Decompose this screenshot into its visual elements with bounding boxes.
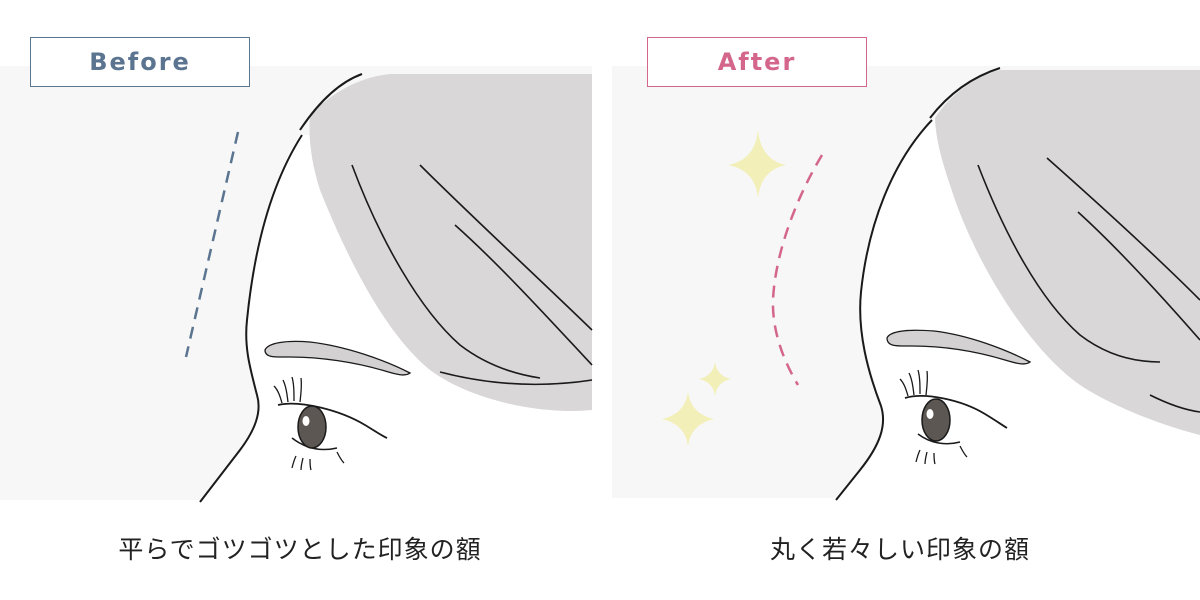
hair-outline	[299, 73, 363, 131]
hair-strand	[977, 164, 1161, 363]
iris	[297, 405, 327, 449]
hair-strand	[454, 224, 593, 366]
forehead-guide-curve	[771, 154, 824, 386]
after-caption: 丸く若々しい印象の額	[769, 535, 1030, 564]
eyebrow	[886, 329, 1032, 365]
sparkle-icon	[699, 362, 731, 396]
eyelashes	[273, 376, 345, 471]
before-panel: Before 平らでゴツゴツとした印象の額	[0, 37, 593, 564]
pupil-highlight	[302, 416, 310, 426]
eyebrow	[264, 340, 412, 376]
eye-upper-lid	[277, 402, 388, 439]
iris	[921, 398, 951, 442]
sparkle-icon	[728, 130, 786, 198]
hair	[309, 74, 592, 411]
hair-strand	[1149, 394, 1200, 413]
face-profile-line	[835, 119, 933, 501]
after-illustration	[612, 66, 1200, 501]
after-label: After	[647, 37, 867, 87]
hair	[935, 70, 1200, 435]
hair-strand	[1077, 211, 1200, 341]
after-panel: After 丸く若々しい印象の額	[600, 0, 1200, 600]
before-illustration	[0, 66, 593, 503]
sparkle-icon	[662, 392, 714, 446]
hair-strand	[1046, 157, 1200, 301]
hair-strand	[351, 164, 541, 379]
pupil-highlight	[926, 409, 934, 419]
eye-lower-lid	[917, 433, 961, 445]
hair-outline	[929, 67, 1001, 119]
hair-strand	[439, 371, 593, 386]
before-caption: 平らでゴツゴツとした印象の額	[118, 535, 482, 564]
hair-strand	[419, 164, 593, 331]
eyelashes	[899, 369, 968, 465]
before-label: Before	[30, 37, 250, 87]
face-profile-line	[199, 134, 303, 503]
eye-upper-lid	[904, 395, 1008, 429]
